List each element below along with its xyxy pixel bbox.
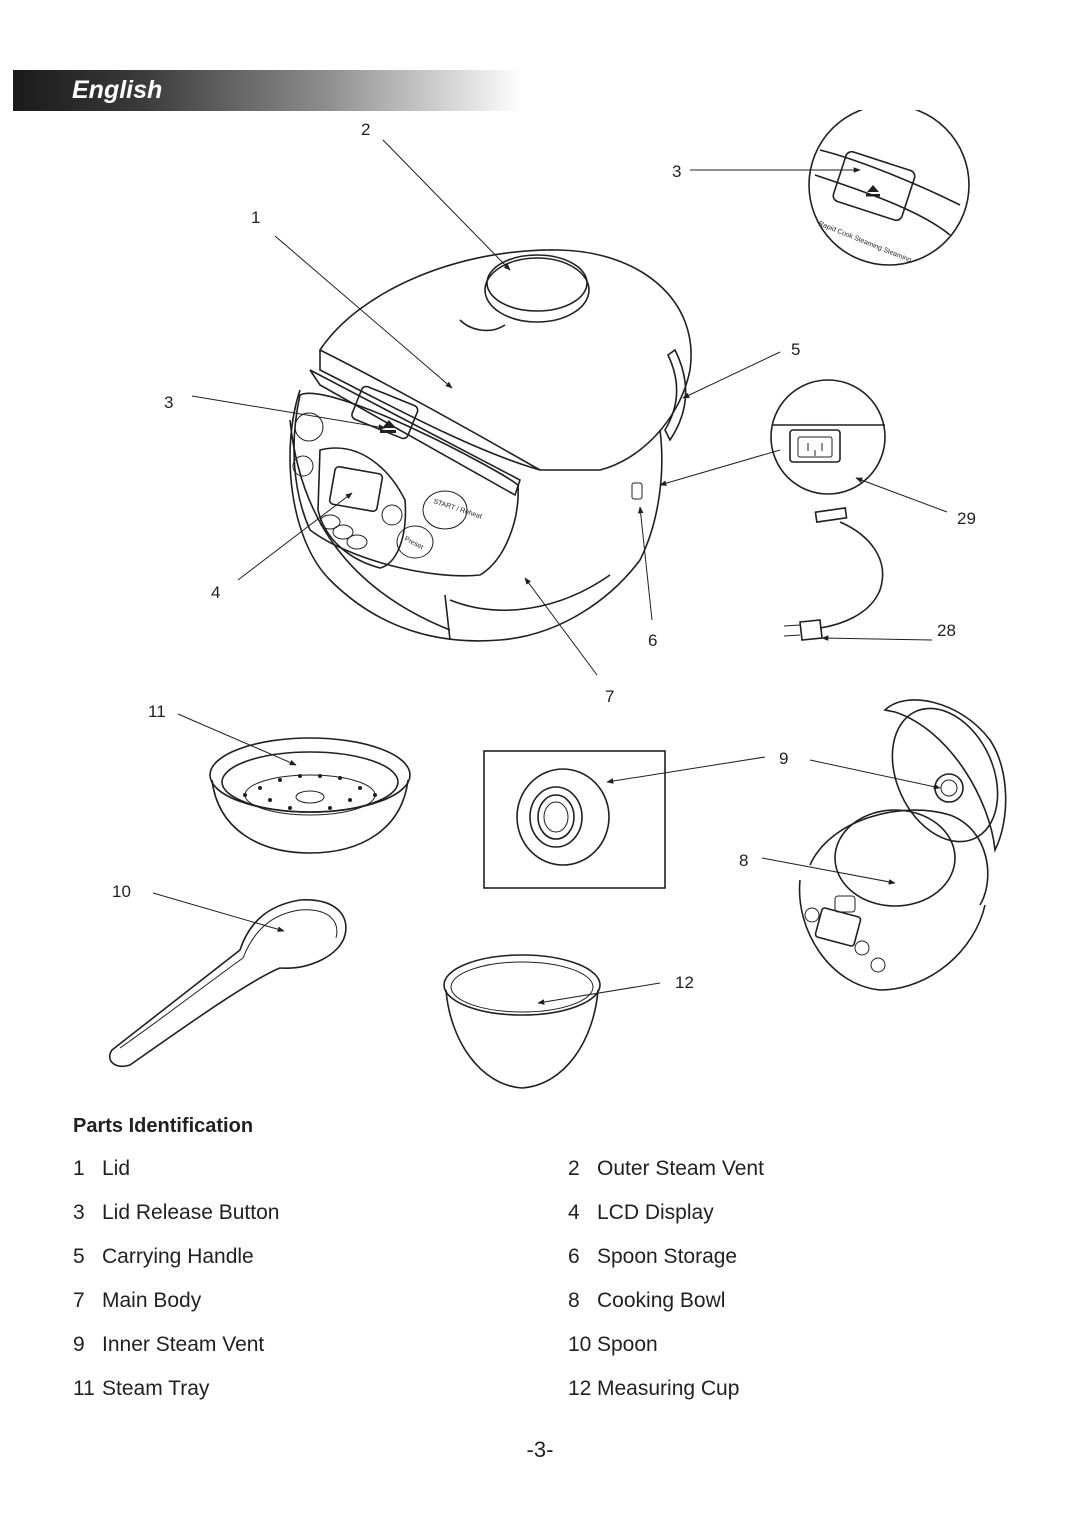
power-cord (783, 507, 884, 641)
leader-lines (152, 139, 948, 1005)
part-name: Measuring Cup (597, 1377, 740, 1400)
part-item: 8 Cooking Bowl (568, 1286, 725, 1316)
callout-12: 12 (675, 973, 694, 992)
part-item: 2 Outer Steam Vent (568, 1154, 764, 1184)
steam-tray (209, 737, 411, 854)
part-number: 8 (568, 1289, 580, 1312)
part-name: Carrying Handle (102, 1245, 254, 1268)
part-item: 6 Spoon Storage (568, 1242, 737, 1272)
callout-11: 11 (148, 702, 166, 721)
part-name: Inner Steam Vent (102, 1333, 265, 1356)
part-name: Outer Steam Vent (597, 1157, 764, 1180)
inner-vent-closeup (483, 750, 666, 889)
part-number: 5 (73, 1245, 85, 1268)
part-item: 5 Carrying Handle (73, 1242, 254, 1272)
measuring-cup (443, 954, 601, 1089)
start-reheat-label: START / Reheat (432, 498, 482, 520)
callout-4: 4 (211, 583, 220, 602)
language-label: English (72, 76, 163, 104)
part-name: Cooking Bowl (597, 1289, 726, 1312)
callout-2: 2 (361, 120, 370, 139)
callout-29: 29 (957, 509, 976, 528)
spoon (108, 899, 347, 1068)
part-name: LCD Display (597, 1201, 714, 1224)
inset-buttons-label: Rapid Cook Steaming Steaming (817, 220, 912, 264)
part-name: Steam Tray (102, 1377, 210, 1400)
part-name: Lid Release Button (102, 1201, 280, 1224)
lid-release-inset: Rapid Cook Steaming Steaming (808, 110, 970, 266)
rice-cooker-open (798, 699, 1007, 991)
part-name: Lid (102, 1157, 131, 1180)
part-item: 3 Lid Release Button (73, 1198, 279, 1228)
callout-3: 3 (164, 393, 173, 412)
callout-5: 5 (791, 340, 800, 359)
part-number: 1 (73, 1157, 85, 1180)
part-number: 7 (73, 1289, 85, 1312)
parts-heading: Parts Identification (73, 1115, 254, 1137)
parts-illustration: START / Reheat Preset Rapid Cook Steamin… (108, 110, 1007, 1089)
part-name: Main Body (102, 1289, 202, 1312)
part-number: 9 (73, 1333, 85, 1356)
part-item: 7 Main Body (73, 1286, 201, 1316)
part-number: 10 (568, 1333, 592, 1356)
part-name: Spoon (597, 1333, 658, 1356)
power-socket-inset (770, 379, 886, 495)
part-item: 9 Inner Steam Vent (73, 1330, 264, 1360)
part-number: 4 (568, 1201, 580, 1224)
callout-9: 9 (779, 749, 788, 768)
page-number: -3- (526, 1437, 554, 1462)
part-item: 11 Steam Tray (73, 1374, 209, 1404)
part-number: 12 (568, 1377, 592, 1400)
part-number: 6 (568, 1245, 580, 1268)
callout-7: 7 (605, 687, 614, 706)
callout-8: 8 (739, 851, 748, 870)
callout-1: 1 (251, 208, 260, 227)
part-number: 3 (73, 1201, 85, 1224)
part-number: 11 (73, 1377, 95, 1400)
callout-28: 28 (937, 621, 956, 640)
preset-label: Preset (403, 536, 424, 552)
part-item: 1 Lid (73, 1154, 130, 1184)
callout-3-inset: 3 (672, 162, 681, 181)
part-name: Spoon Storage (597, 1245, 738, 1268)
callout-10: 10 (112, 882, 131, 901)
part-number: 2 (568, 1157, 580, 1180)
language-banner (13, 70, 523, 111)
callout-6: 6 (648, 631, 657, 650)
rice-cooker-main: START / Reheat Preset (289, 249, 692, 642)
part-item: 4 LCD Display (568, 1198, 714, 1228)
